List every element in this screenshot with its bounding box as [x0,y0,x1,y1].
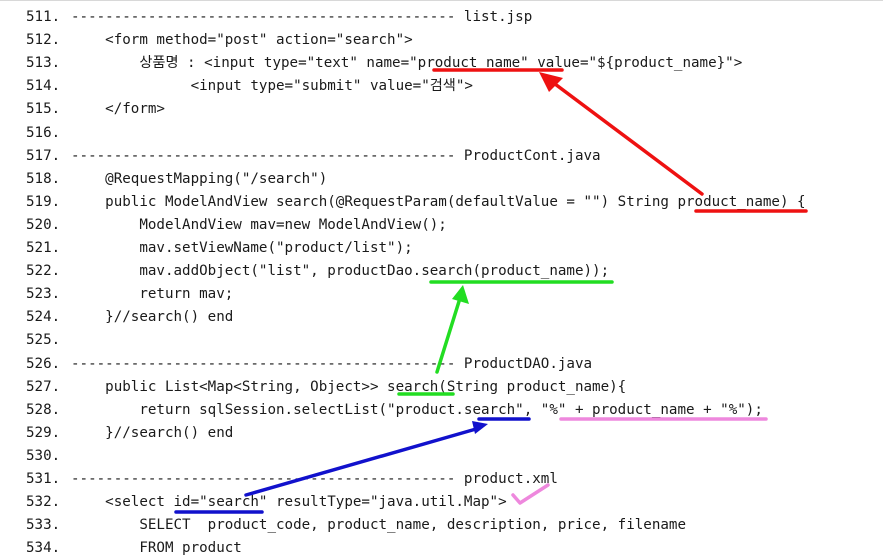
line-code: mav.addObject("list", productDao.search(… [71,263,610,280]
line-number: 517. [26,147,61,164]
line-code: public List<Map<String, Object>> search(… [71,378,627,395]
line-number: 532. [26,494,61,511]
line-number: 515. [26,101,61,118]
line-number: 527. [26,378,61,395]
line-number: 513. [26,55,61,72]
line-code: ----------------------------------------… [71,471,558,487]
line-number: 525. [26,332,61,349]
line-number: 524. [26,309,61,326]
line-code: 상품명 : <input type="text" name="product_n… [71,55,743,72]
line-number: 534. [26,540,61,557]
line-code: ----------------------------------------… [71,147,601,164]
line-number: 521. [26,240,61,256]
green-arrow-head [452,285,469,304]
line-number: 533. [26,517,61,534]
line-code: FROM product [71,540,242,557]
line-code: ModelAndView mav=new ModelAndView(); [71,216,447,233]
line-code: return sqlSession.selectList("product.se… [71,401,763,418]
line-number: 520. [26,216,61,233]
line-code: ----------------------------------------… [71,355,593,372]
line-code: <input type="submit" value="검색"> [71,78,473,95]
line-code: }//search() end [71,309,234,326]
line-number: 514. [26,78,61,95]
line-code: ----------------------------------------… [71,9,533,25]
line-code: <select id="search" resultType="java.uti… [71,494,507,511]
line-number: 528. [26,401,61,418]
blue-arrow-head [472,421,488,434]
line-number: 516. [26,124,61,141]
line-code: return mav; [71,286,234,303]
line-code: <form method="post" action="search"> [71,32,413,49]
line-number: 518. [26,170,61,187]
line-number: 512. [26,32,61,49]
line-code: </form> [71,101,165,118]
red-arrow-shaft [545,76,704,196]
line-code: mav.setViewName("product/list"); [71,240,413,256]
line-code: }//search() end [71,424,234,441]
line-number: 526. [26,355,61,372]
line-code: @RequestMapping("/search") [71,170,328,187]
line-number: 531. [26,471,61,487]
line-number: 530. [26,447,61,464]
line-number: 522. [26,263,61,280]
line-number: 519. [26,193,61,210]
line-code: public ModelAndView search(@RequestParam… [71,193,806,210]
line-number: 511. [26,9,61,25]
line-number: 523. [26,286,61,303]
line-code: SELECT product_code, product_name, descr… [71,517,686,534]
line-number: 529. [26,424,61,441]
